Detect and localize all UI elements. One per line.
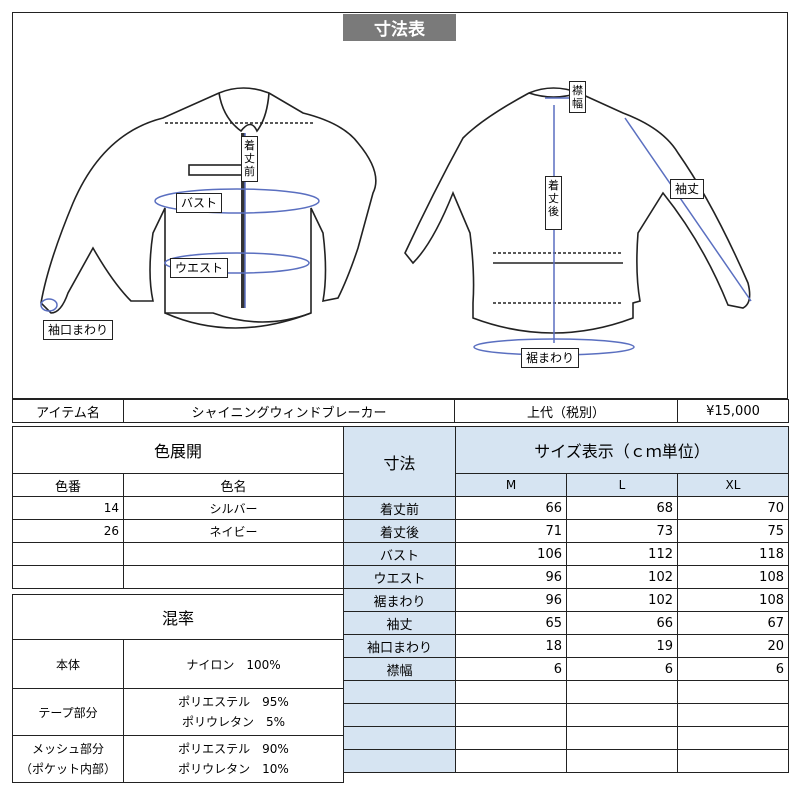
color-no [12,542,124,566]
size-value: 6 [677,657,789,681]
size-l-header: L [566,473,678,497]
hem-label: 裾まわり [521,348,580,368]
waist-label: ウエスト [170,258,229,278]
sleeve-label: 袖丈 [670,179,705,199]
mesh-label-1: メッシュ部分 [31,742,104,756]
item-name: シャイニングウィンドブレーカー [123,399,455,423]
bust-label: バスト [176,193,223,213]
composition-heading: 混率 [11,594,345,640]
table-row [343,680,789,704]
size-value: 67 [677,611,789,635]
dim-name: バスト [343,542,456,566]
size-value: 108 [677,565,789,589]
item-info-table: アイテム名 シャイニングウィンドブレーカー 上代（税別） ¥15,000 [12,399,789,423]
size-value: 18 [455,634,567,658]
size-m-header: M [455,473,567,497]
length-back-label: 着丈後 [545,176,562,230]
table-row [12,565,345,589]
back-jacket-outline [404,87,751,334]
size-value: 20 [677,634,789,658]
illustration-panel: バスト ウエスト 袖口まわり 着丈前 着丈後 襟幅 袖丈 裾まわり [12,12,788,399]
front-jacket-outline [40,87,377,323]
table-row [12,542,345,566]
mesh-material-1: ポリエステル 90% [178,742,289,756]
size-value: 68 [566,496,678,520]
color-name: シルバー [122,496,345,520]
collar-label: 襟幅 [569,81,586,113]
body-material: ナイロン 100% [122,639,345,689]
color-no: 14 [12,496,124,520]
color-name [122,565,345,589]
dim-heading: 寸法 [343,426,456,497]
color-table: 色展開 色番 色名 14 シルバー 26 ネイビー [11,426,345,589]
dim-name: 着丈前 [343,496,456,520]
size-value: 6 [455,657,567,681]
dim-name: 着丈後 [343,519,456,543]
size-value: 73 [566,519,678,543]
mesh-material-2: ポリウレタン 10% [178,762,289,776]
table-row [343,749,789,773]
dim-name: 袖口まわり [343,634,456,658]
item-name-label: アイテム名 [12,399,124,423]
price-label: 上代（税別） [454,399,678,423]
body-label: 本体 [12,639,124,689]
color-heading: 色展開 [11,426,345,474]
dim-name: 裾まわり [343,588,456,612]
size-value: 65 [455,611,567,635]
cuff-label: 袖口まわり [43,320,114,340]
mesh-label-2: （ポケット内部） [19,762,116,776]
tape-material-1: ポリエステル 95% [178,695,289,709]
size-heading: サイズ表示（ｃｍ単位） [455,426,789,474]
size-value: 102 [566,565,678,589]
composition-table: 混率 本体 ナイロン 100% テープ部分 ポリエステル 95% ポリウレタン … [11,594,345,783]
size-value: 6 [566,657,678,681]
size-value: 112 [566,542,678,566]
table-row [343,726,789,750]
size-value: 108 [677,588,789,612]
dim-name: 襟幅 [343,657,456,681]
size-value: 71 [455,519,567,543]
color-no [12,565,124,589]
tape-material-2: ポリウレタン 5% [181,715,286,729]
color-name-header: 色名 [122,473,345,497]
color-name [122,542,345,566]
size-value: 70 [677,496,789,520]
size-value: 102 [566,588,678,612]
dim-name: 袖丈 [343,611,456,635]
color-no: 26 [12,519,124,543]
price-value: ¥15,000 [677,399,789,423]
length-front-label: 着丈前 [241,136,258,182]
size-value: 96 [455,565,567,589]
dim-name: ウエスト [343,565,456,589]
table-row: 26 ネイビー [12,519,345,543]
color-name: ネイビー [122,519,345,543]
size-value: 66 [455,496,567,520]
tape-label: テープ部分 [12,688,124,736]
color-no-header: 色番 [12,473,124,497]
table-row: 14 シルバー [12,496,345,520]
jacket-drawing [40,87,752,356]
size-value: 19 [566,634,678,658]
size-value: 106 [455,542,567,566]
size-value: 96 [455,588,567,612]
size-xl-header: XL [677,473,789,497]
size-value: 118 [677,542,789,566]
size-value: 75 [677,519,789,543]
table-row [343,703,789,727]
page-title: 寸法表 [343,14,456,41]
size-value: 66 [566,611,678,635]
